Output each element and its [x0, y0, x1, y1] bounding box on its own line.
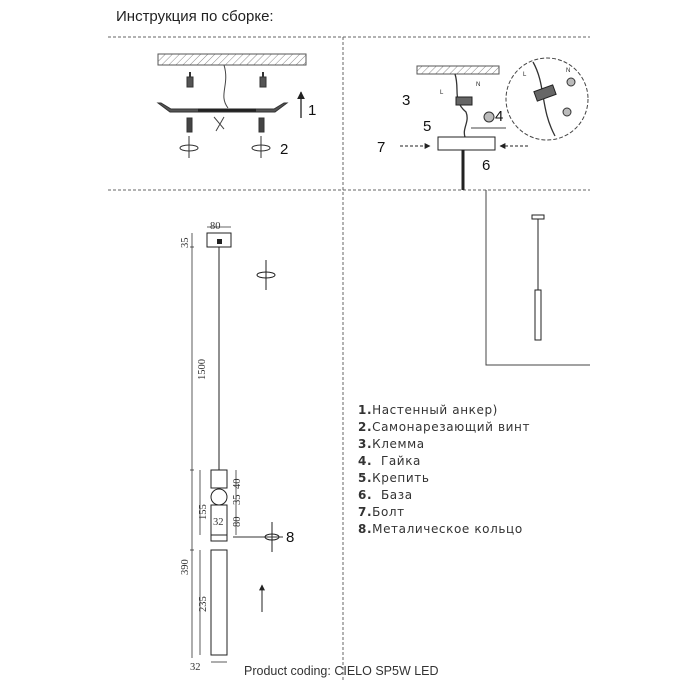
callout-1: 1: [308, 102, 316, 119]
lamp-base-disc: [437, 136, 496, 151]
dim-32-mid: 32: [213, 517, 224, 528]
detail-label-l: L: [523, 72, 527, 78]
instruction-heading: Инструкция по сборке:: [116, 8, 274, 25]
callout-8: 8: [286, 529, 294, 546]
lower-tube: [210, 549, 228, 656]
panel-grid-lines: [108, 36, 590, 680]
wire-label-l: L: [440, 90, 444, 96]
wire-bundle: [454, 73, 468, 138]
wall-anchors: [186, 72, 267, 88]
panel-dimensions: 80 35 1500 155 40 35 32 80 390 235 32 8: [180, 221, 294, 673]
metal-ring: [210, 534, 228, 542]
ceiling-slab: [157, 53, 307, 66]
callout-4: 4: [495, 108, 503, 125]
legend-item: 7.Болт: [358, 505, 405, 519]
legend-item: 5.Крепить: [358, 471, 430, 485]
dim-lower-tube: 235: [198, 596, 209, 612]
cable-clip: [213, 116, 225, 132]
legend-item: 8.Металическое кольцо: [358, 522, 523, 536]
upper-body: [210, 469, 228, 489]
detail-magnifier: [505, 57, 589, 141]
legend-item: 4. Гайка: [358, 454, 422, 468]
panel-wiring: L N 3 4 5 6 7 L N: [377, 57, 589, 190]
screw-icons: [179, 117, 271, 158]
panel-pendant-preview: [485, 190, 590, 366]
legend-item: 3.Клемма: [358, 437, 425, 451]
callout-3: 3: [402, 92, 410, 109]
panel-ceiling-bracket: 1 2: [156, 53, 316, 158]
dim-tube-width: 32: [190, 662, 201, 673]
terminal-block: [455, 96, 473, 106]
parts-legend: 1.Настенный анкер) 2.Самонарезающий винт…: [358, 402, 530, 538]
callout-5: 5: [423, 118, 431, 135]
legend-item: 2.Самонарезающий винт: [358, 420, 531, 434]
cable-loop: [223, 64, 229, 109]
wire-label-n: N: [476, 82, 480, 88]
product-coding: Product coding: CIELO SP5W LED: [244, 664, 439, 678]
nut-icon: [483, 111, 495, 123]
rotate-arrow-icon: [256, 260, 276, 290]
callout-6: 6: [482, 157, 490, 174]
callout-2: 2: [280, 141, 288, 158]
dim-upper-section: 155: [198, 504, 209, 520]
dim-40: 40: [232, 479, 243, 490]
light-ball: [210, 488, 228, 506]
detail-label-n: N: [566, 68, 570, 74]
callout-7: 7: [377, 139, 385, 156]
ceiling-slab-2: [416, 65, 500, 75]
dim-base-height: 35: [180, 238, 191, 249]
dim-80-mid: 80: [232, 517, 243, 528]
dim-lower-total: 390: [180, 559, 191, 575]
dim-base-width: 80: [210, 221, 221, 232]
legend-item: 1.Настенный анкер): [358, 403, 498, 417]
dim-cable-length: 1500: [197, 359, 208, 380]
legend-item: 6. База: [358, 488, 413, 502]
dim-35: 35: [232, 495, 243, 506]
dimension-lines: [190, 226, 237, 663]
